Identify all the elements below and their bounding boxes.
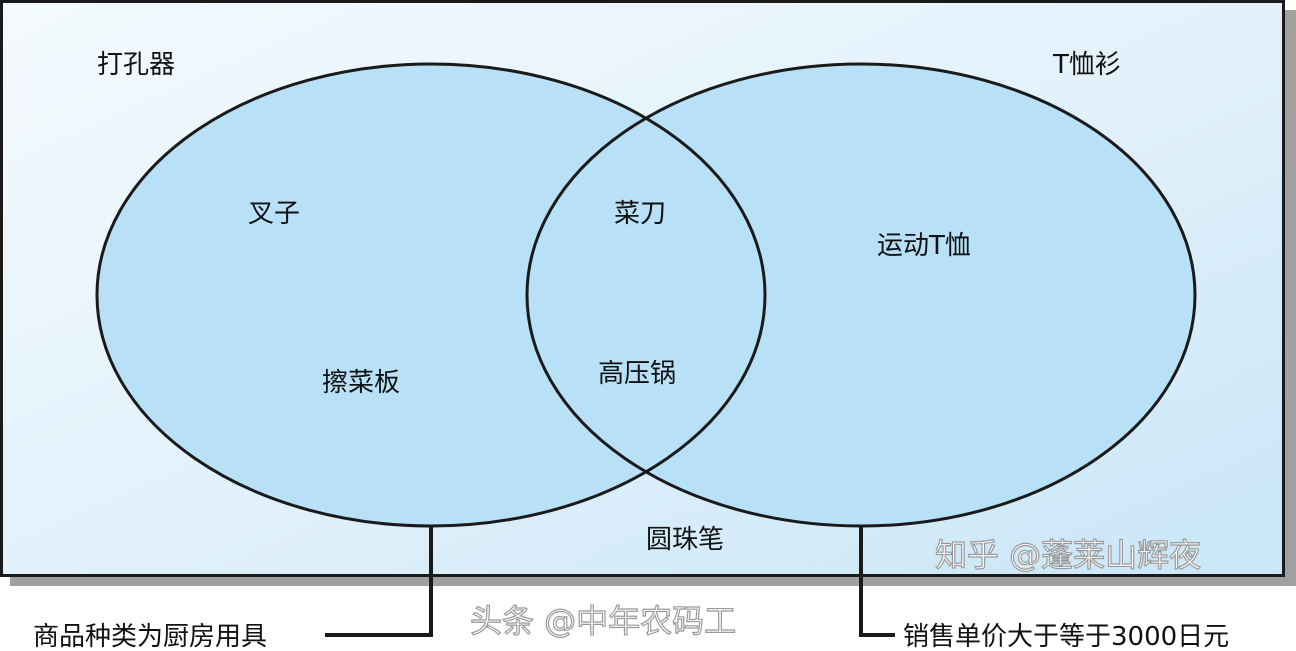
watermark: 头条 @中年农码工 [470, 602, 736, 640]
right-set-label: 销售单价大于等于3000日元 [903, 622, 1229, 651]
item-left-only: 叉子 [248, 199, 300, 229]
right-set-fill [527, 64, 1195, 526]
item-outside: 打孔器 [97, 50, 175, 80]
item-outside: 圆珠笔 [646, 525, 724, 555]
item-intersection: 高压锅 [598, 359, 676, 389]
item-intersection: 菜刀 [614, 199, 666, 229]
watermark: 知乎 @蓬莱山辉夜 [935, 536, 1201, 574]
left-leader-line [325, 526, 433, 637]
item-right-only: 运动T恤 [877, 231, 971, 261]
right-leader-line [859, 526, 895, 637]
item-outside: T恤衫 [1052, 50, 1121, 80]
left-set-label: 商品种类为厨房用具 [33, 622, 267, 651]
item-left-only: 擦菜板 [322, 368, 400, 398]
